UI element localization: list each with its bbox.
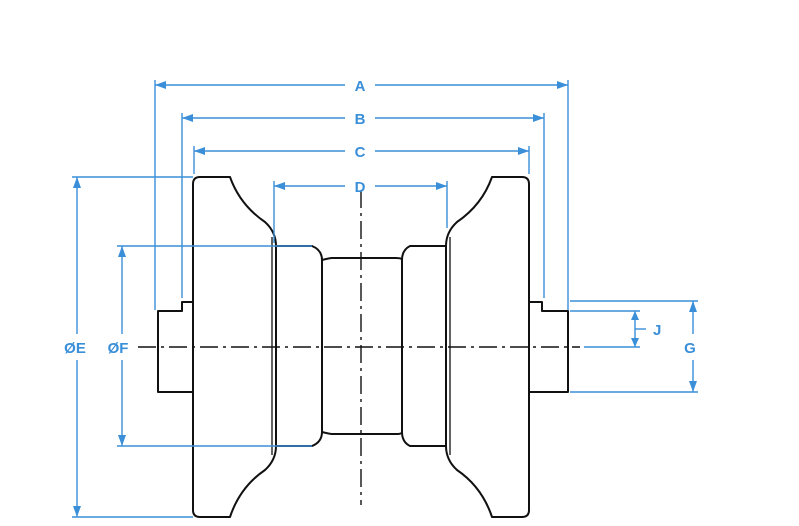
dimension-c-label: C xyxy=(355,144,366,161)
dimension-g: G xyxy=(570,300,698,393)
center-drum xyxy=(321,257,403,435)
dimension-d-label: D xyxy=(355,179,366,196)
dimension-g-label: G xyxy=(684,340,696,357)
dimension-f-label: ØF xyxy=(108,340,129,357)
dimension-j: J xyxy=(570,310,661,348)
dimension-d: D xyxy=(273,179,448,243)
right-flange xyxy=(445,176,530,518)
left-hub xyxy=(276,245,323,447)
right-hub xyxy=(401,245,446,447)
dimension-e-label: ØE xyxy=(64,340,86,357)
dimension-f: ØF xyxy=(108,245,312,447)
left-shaft-stub xyxy=(157,301,193,393)
dimension-b: B xyxy=(181,111,545,298)
dimension-b-label: B xyxy=(355,111,366,128)
dimension-c: C xyxy=(193,144,530,174)
right-shaft-stub xyxy=(529,301,569,393)
left-flange xyxy=(192,176,277,518)
dimension-e: ØE xyxy=(64,176,193,518)
dimension-j-label: J xyxy=(653,322,661,339)
roller-outline xyxy=(138,176,580,518)
dimension-a: A xyxy=(154,78,569,310)
dimension-a-label: A xyxy=(355,78,366,95)
